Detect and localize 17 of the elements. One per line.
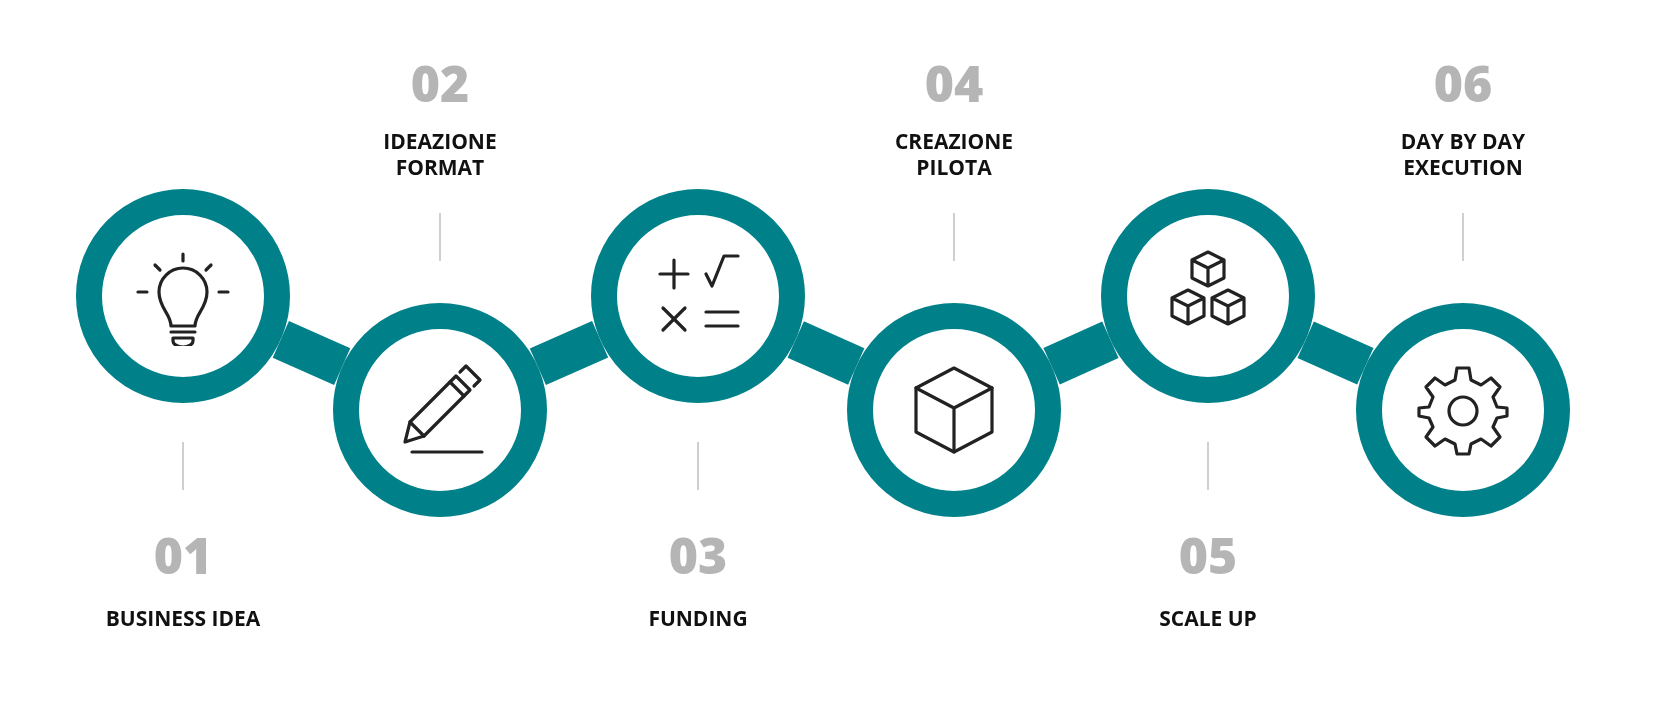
step-number: 01 (152, 527, 214, 583)
step-number: 02 (409, 55, 471, 111)
step-title: SCALE UP (1158, 605, 1258, 631)
step-number: 05 (1177, 527, 1239, 583)
step-title: FUNDING (647, 605, 749, 631)
step-title: BUSINESS IDEA (105, 605, 261, 631)
connector-band (272, 321, 351, 385)
step-number: 06 (1432, 55, 1494, 111)
step-title: IDEAZIONE FORMAT (382, 128, 498, 180)
step-title: DAY BY DAY EXECUTION (1399, 128, 1527, 180)
step-number: 04 (923, 55, 985, 111)
step-number: 03 (667, 527, 729, 583)
connector-band (1043, 321, 1119, 385)
connector-band (1297, 321, 1374, 385)
step-title: CREAZIONE PILOTA (893, 128, 1015, 180)
connector-band (529, 320, 609, 386)
connector-band (787, 321, 865, 385)
